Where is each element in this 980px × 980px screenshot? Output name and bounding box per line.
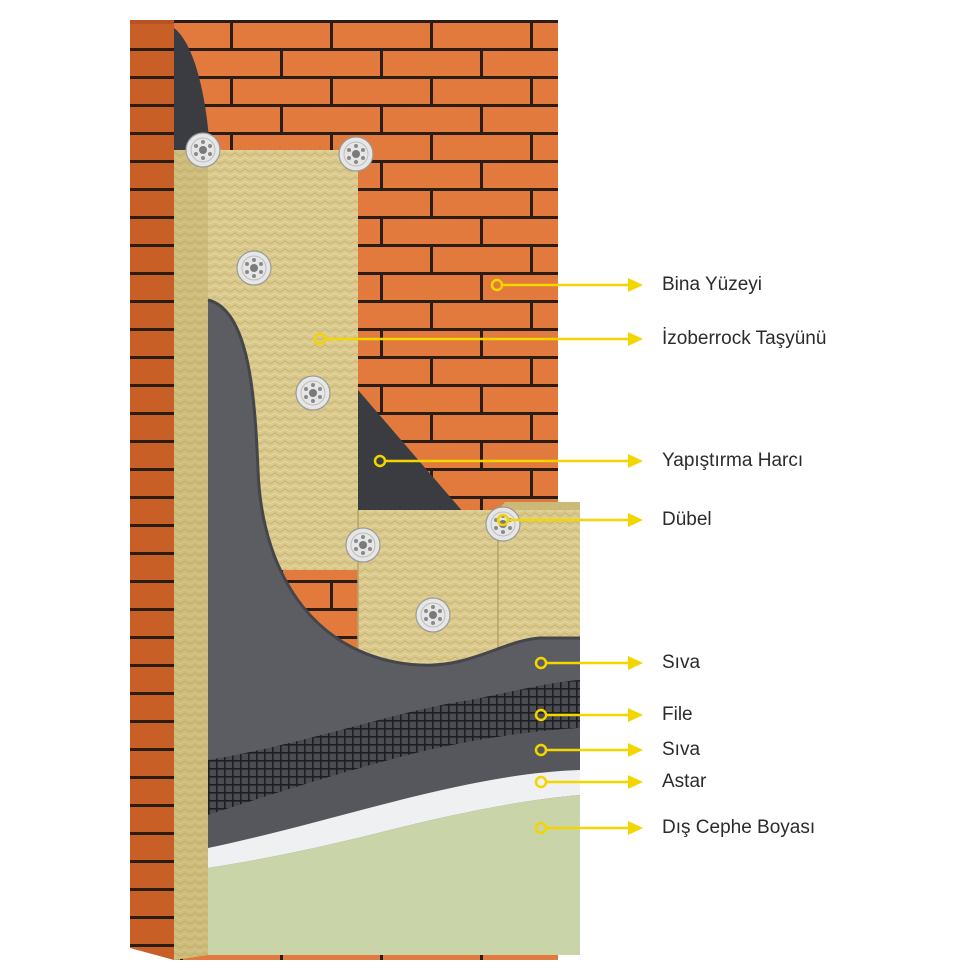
exterior-paint-layer [208, 795, 580, 955]
callout-arrowhead [628, 278, 643, 292]
label-dis-cephe-boyasi: Dış Cephe Boyası [662, 817, 816, 838]
callout-dot [490, 278, 504, 292]
label-izoberrock-tasyunu: İzoberrock Taşyünü [662, 328, 827, 349]
callout-dot [534, 656, 548, 670]
plaster-edge [207, 298, 580, 667]
callout-arrowhead [628, 656, 643, 670]
panel-top-edge [498, 502, 580, 510]
callout-dot [496, 513, 510, 527]
brick-top-edge [130, 20, 174, 24]
dowel-4 [295, 375, 331, 411]
dowel-2 [338, 136, 374, 172]
callout-izoberrock-tasyunu [313, 332, 643, 346]
dowel-7 [415, 597, 451, 633]
label-file: File [662, 704, 693, 725]
rockwool-panel-lower-1 [358, 510, 498, 670]
callout-file [534, 708, 643, 722]
dowel-5 [345, 527, 381, 563]
callout-dot [534, 708, 548, 722]
callout-dot [373, 454, 387, 468]
label-siva-2: Sıva [662, 739, 701, 760]
label-siva-1: Sıva [662, 652, 701, 673]
plaster-top-layer [208, 728, 580, 848]
callout-dot [313, 332, 327, 346]
callout-yapistirma-harci [373, 454, 643, 468]
brick-side-face [130, 20, 174, 960]
callout-dot [534, 743, 548, 757]
callout-arrowhead [628, 743, 643, 757]
callout-dis-cephe-boyasi [534, 821, 643, 835]
callout-dot [534, 821, 548, 835]
callout-arrowhead [628, 708, 643, 722]
callout-arrowhead [628, 454, 643, 468]
dowel-1 [185, 132, 221, 168]
callout-siva-1 [534, 656, 643, 670]
callout-astar [534, 775, 643, 789]
callout-arrowhead [628, 775, 643, 789]
adhesive-top-wedge [174, 28, 210, 150]
callout-arrowhead [628, 332, 643, 346]
callout-bina-yuzeyi [490, 278, 643, 292]
dowel-3 [236, 250, 272, 286]
wool-side-shade [174, 140, 208, 960]
callout-arrowhead [628, 513, 643, 527]
label-bina-yuzeyi: Bina Yüzeyi [662, 274, 762, 295]
callout-arrowhead [628, 821, 643, 835]
primer-layer [208, 770, 580, 868]
callout-dubel [496, 513, 643, 527]
label-yapistirma-harci: Yapıştırma Harcı [662, 450, 804, 471]
mesh-layer [208, 680, 580, 815]
callout-siva-2 [534, 743, 643, 757]
label-astar: Astar [662, 771, 707, 792]
callout-dot [534, 775, 548, 789]
label-dubel: Dübel [662, 509, 712, 530]
callout-leaders [313, 278, 643, 835]
wool-side-edge [174, 140, 208, 960]
